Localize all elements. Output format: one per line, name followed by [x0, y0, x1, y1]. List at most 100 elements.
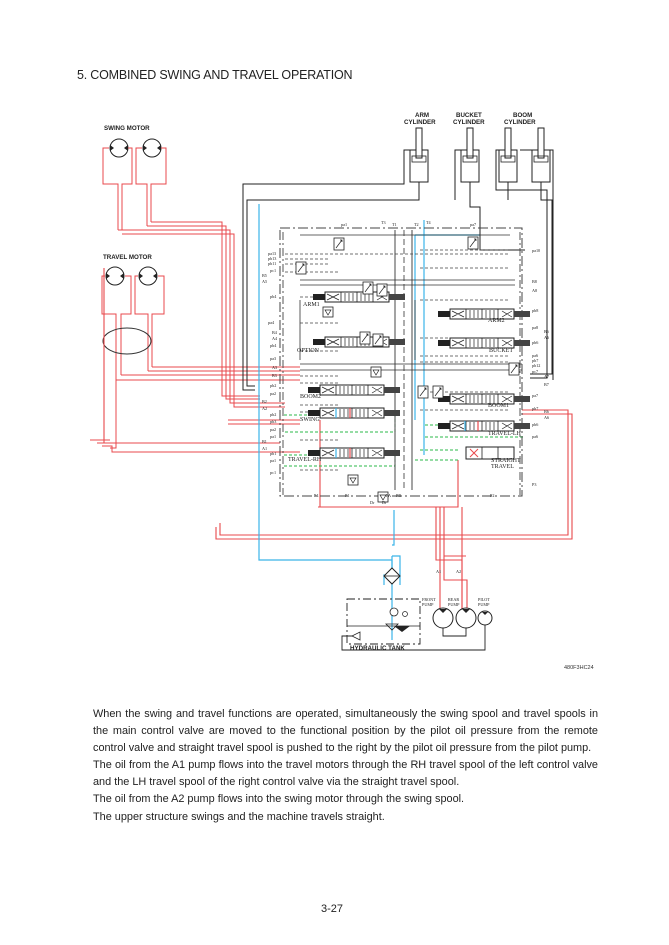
svg-text:pa4: pa4 [268, 320, 275, 325]
svg-text:pb7: pb7 [532, 406, 538, 411]
svg-text:B7: B7 [544, 382, 549, 387]
spool-option [312, 336, 406, 348]
label-straight-travel-2: TRAVEL [491, 464, 514, 470]
label-boom2: BOOM2 [300, 394, 321, 400]
travel-motor-label: TRAVEL MOTOR [103, 254, 152, 261]
spool-bucket [437, 337, 531, 349]
paragraph-1: When the swing and travel functions are … [93, 708, 598, 755]
front-pump-label-2: PUMP [422, 602, 434, 607]
svg-text:B8: B8 [532, 279, 537, 284]
port-top: pa7 [470, 222, 476, 227]
boom-cylinder-label-1: BOOM [513, 112, 532, 119]
line-a2-label: A2 [456, 569, 461, 574]
svg-text:P1: P1 [345, 493, 349, 498]
cylinder-lines [242, 149, 554, 391]
pressure-lines-a1-a2 [90, 268, 573, 615]
svg-text:pb1: pb1 [270, 451, 276, 456]
paragraph-2: The oil from the A1 pump flows into the … [93, 759, 598, 789]
svg-text:pb2: pb2 [270, 383, 276, 388]
paragraph-3: The oil from the A2 pump flows into the … [93, 793, 465, 806]
svg-text:pc1: pc1 [270, 470, 276, 475]
spool-swing [307, 407, 401, 419]
svg-text:pc1: pc1 [270, 268, 276, 273]
bucket-cylinder [460, 127, 480, 183]
svg-text:pa2: pa2 [270, 427, 276, 432]
svg-text:A5: A5 [262, 279, 267, 284]
description-text: When the swing and travel functions are … [93, 706, 598, 826]
line-a1-label: A1 [436, 569, 441, 574]
left-port-labels: pa13 pb13 pb11 pc1 B5 A5 pb4 pa4 B4 A4 p… [262, 251, 278, 475]
svg-text:pc7: pc7 [532, 369, 538, 374]
svg-text:B1: B1 [262, 439, 267, 444]
label-boom1: BOOM1 [488, 403, 509, 409]
spool-arm2 [437, 308, 531, 320]
spool-boom1 [437, 393, 531, 405]
svg-text:pb7: pb7 [532, 358, 538, 363]
svg-text:pa6: pa6 [532, 434, 538, 439]
spool-boom2 [307, 384, 401, 396]
port-top: T2 [414, 222, 419, 227]
svg-text:pb6: pb6 [532, 422, 538, 427]
label-arm2: ARM2 [488, 318, 505, 324]
pilot-pump-label-2: PUMP [478, 602, 490, 607]
bucket-cylinder-label-1: BUCKET [456, 112, 482, 119]
section-title: 5. COMBINED SWING AND TRAVEL OPERATION [77, 68, 353, 82]
svg-text:pb8: pb8 [532, 308, 538, 313]
pumps [432, 607, 493, 637]
svg-text:A3: A3 [272, 365, 277, 370]
svg-text:pb13: pb13 [268, 256, 276, 261]
svg-text:A7: A7 [544, 374, 549, 379]
bottom-port-labels: P4 P1 Dr PA PB P2 Dr [314, 493, 494, 505]
svg-text:pa7: pa7 [532, 393, 538, 398]
spool-travel-rh [307, 447, 401, 459]
arm-cylinder-label-2: CYLINDER [404, 119, 436, 126]
svg-text:B4: B4 [272, 330, 278, 335]
svg-text:A4: A4 [272, 336, 278, 341]
svg-text:pa2: pa2 [270, 391, 276, 396]
port-top: T3 [381, 220, 386, 225]
svg-text:pb3: pb3 [270, 419, 276, 424]
boom-cylinder-label-2: CYLINDER [504, 119, 536, 126]
svg-text:B6: B6 [544, 409, 549, 414]
swing-motor-label: SWING MOTOR [104, 125, 150, 132]
svg-text:A2: A2 [262, 406, 267, 411]
svg-text:B3: B3 [272, 373, 277, 378]
svg-text:Dr: Dr [370, 500, 375, 505]
port-top: pa1 [341, 222, 347, 227]
svg-text:Dr: Dr [382, 500, 387, 505]
rear-pump-label-1: REAR [448, 597, 459, 602]
port-top: T4 [426, 220, 432, 225]
svg-text:pa1: pa1 [270, 458, 276, 463]
label-arm1: ARM1 [303, 302, 320, 308]
svg-text:pa8: pa8 [532, 325, 538, 330]
svg-text:A6: A6 [544, 415, 549, 420]
svg-text:pa10: pa10 [532, 248, 540, 253]
svg-text:pb6: pb6 [532, 340, 538, 345]
spool-arm1 [312, 291, 406, 303]
swing-lines [102, 221, 300, 453]
svg-text:pa13: pa13 [268, 251, 276, 256]
svg-text:PB: PB [396, 493, 401, 498]
svg-text:B5: B5 [262, 273, 267, 278]
relief-valves [295, 236, 520, 503]
travel-motor [101, 266, 165, 380]
hydraulic-tank-label: HYDRAULIC TANK [350, 645, 405, 652]
pilot-pump-label-1: PILOT [478, 597, 490, 602]
svg-text:pa1: pa1 [270, 434, 276, 439]
svg-text:pa3: pa3 [270, 356, 276, 361]
svg-text:pb12: pb12 [532, 363, 540, 368]
svg-text:pb2: pb2 [270, 412, 276, 417]
tank-and-filter [341, 567, 486, 651]
bucket-cylinder-label-2: CYLINDER [453, 119, 485, 126]
boom-cylinder [498, 127, 551, 183]
hydraulic-circuit-diagram: SWING MOTOR TRAVEL MOTOR ARM CYLINDER BU… [90, 112, 573, 652]
svg-text:B6: B6 [544, 329, 549, 334]
port-top: T1 [392, 222, 397, 227]
svg-text:P2: P2 [490, 493, 494, 498]
label-bucket: BUCKET [489, 348, 513, 354]
svg-text:A6: A6 [544, 335, 549, 340]
svg-text:PA: PA [386, 493, 391, 498]
return-lines [258, 204, 480, 640]
svg-text:pb4: pb4 [270, 294, 277, 299]
svg-text:A1: A1 [262, 446, 267, 451]
